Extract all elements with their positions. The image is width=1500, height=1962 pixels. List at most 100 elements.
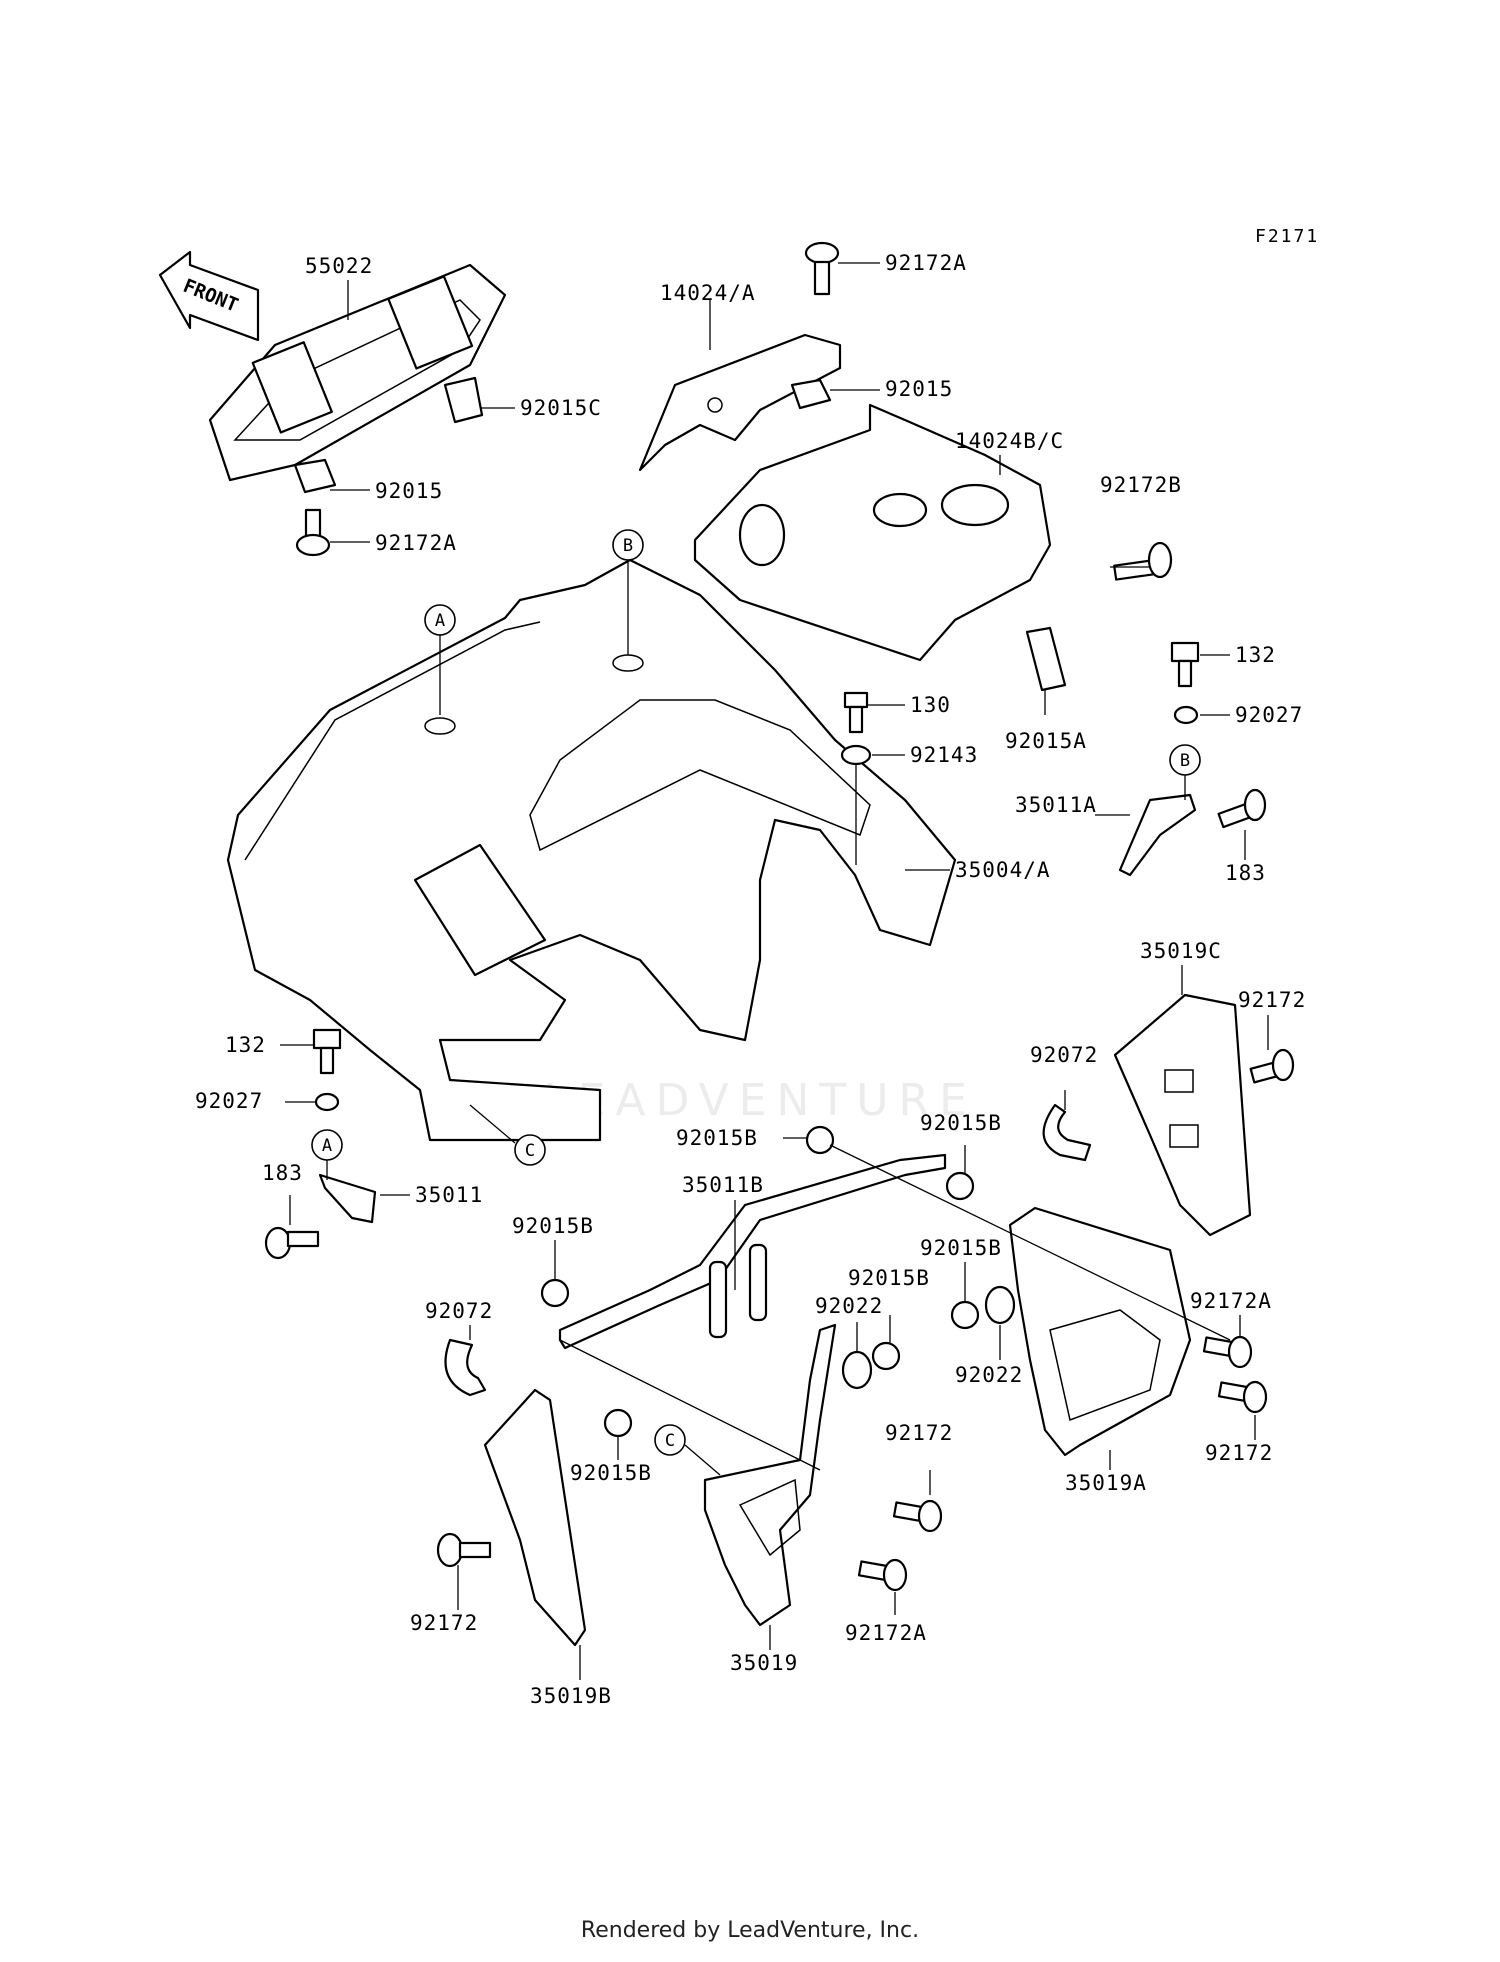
part-nut-92015B-c <box>540 1278 570 1308</box>
part-mudguard-35019A <box>1008 1206 1192 1457</box>
label-92015-left: 92015 <box>375 479 443 503</box>
svg-text:C: C <box>665 1431 675 1451</box>
reference-marker-c-mudguard: C <box>654 1424 721 1476</box>
part-mudguard-35019 <box>703 1323 837 1627</box>
label-92015B-f: 92015B <box>570 1461 652 1485</box>
label-35011: 35011 <box>415 1183 483 1207</box>
part-clamp-92072-left <box>444 1338 487 1397</box>
part-clip-92015A <box>1025 626 1067 692</box>
part-clip-92015-top <box>790 378 832 410</box>
label-92015B-a: 92015B <box>676 1126 758 1150</box>
leader-lines <box>280 262 1269 1680</box>
label-35019C: 35019C <box>1140 939 1222 963</box>
label-14024A: 14024/A <box>660 281 756 305</box>
figure-code: F2171 <box>1255 226 1319 247</box>
part-bolt-130 <box>843 691 869 734</box>
label-92172-upper-right: 92172 <box>1238 988 1306 1012</box>
label-35019: 35019 <box>730 1651 798 1675</box>
label-132-right: 132 <box>1235 643 1276 667</box>
label-92172A-top: 92172A <box>885 251 967 275</box>
label-92015C: 92015C <box>520 396 602 420</box>
reference-marker-b-right: B <box>1169 744 1201 800</box>
part-bolt-92172A-left <box>295 508 331 557</box>
svg-text:A: A <box>322 1136 332 1156</box>
label-183-right: 183 <box>1225 861 1266 885</box>
label-92027-right: 92027 <box>1235 703 1303 727</box>
label-92015B-b: 92015B <box>920 1111 1002 1135</box>
part-nut-92015B-b <box>945 1171 975 1201</box>
part-clip-92015C <box>443 376 484 424</box>
label-92015A: 92015A <box>1005 729 1087 753</box>
part-bolt-132-left <box>312 1028 342 1075</box>
part-bolt-92172-lower-right <box>1217 1380 1268 1414</box>
part-washer-92022-b <box>984 1285 1016 1325</box>
label-92015B-d: 92015B <box>920 1236 1002 1260</box>
part-bolt-92172B <box>1113 541 1173 581</box>
label-35019B: 35019B <box>530 1684 612 1708</box>
part-bracket-35011A <box>1118 793 1197 877</box>
part-bolt-183-right <box>1217 788 1267 829</box>
label-92172-left: 92172 <box>410 1611 478 1635</box>
label-92022-b: 92022 <box>955 1363 1023 1387</box>
label-35004A: 35004/A <box>955 858 1051 882</box>
part-cover-14024BC <box>693 403 1052 662</box>
front-arrow-icon: FRONT <box>158 250 260 342</box>
part-mudflap-35019B <box>483 1388 587 1647</box>
part-bolt-92172A-center <box>857 1558 908 1592</box>
reference-marker-a-top: A <box>424 604 456 715</box>
label-132-left: 132 <box>225 1033 266 1057</box>
svg-text:C: C <box>525 1141 535 1161</box>
label-92022-a: 92022 <box>815 1294 883 1318</box>
label-92015B-e: 92015B <box>848 1266 930 1290</box>
part-mudflap-35019C <box>1113 993 1252 1237</box>
label-183-left: 183 <box>262 1161 303 1185</box>
part-bolt-183-left <box>264 1226 320 1260</box>
part-bolt-92172-center <box>892 1499 943 1533</box>
label-92072-right: 92072 <box>1030 1043 1098 1067</box>
label-92172-lower-right: 92172 <box>1205 1441 1273 1465</box>
part-clamp-92072-right <box>1042 1103 1092 1162</box>
label-55022: 55022 <box>305 254 373 278</box>
label-92172B: 92172B <box>1100 473 1182 497</box>
label-92172-center: 92172 <box>885 1421 953 1445</box>
label-92172A-left: 92172A <box>375 531 457 555</box>
label-92015B-c: 92015B <box>512 1214 594 1238</box>
label-130: 130 <box>910 693 951 717</box>
part-bolt-132-right <box>1170 641 1200 688</box>
part-bolt-92172A-top <box>804 241 840 296</box>
part-washer-92027-left <box>314 1092 340 1112</box>
label-92072-left: 92072 <box>425 1299 493 1323</box>
label-92027-left: 92027 <box>195 1089 263 1113</box>
part-bolt-92172-left <box>436 1532 492 1568</box>
reference-marker-b-top: B <box>612 529 644 655</box>
footer-credit: Rendered by LeadVenture, Inc. <box>580 1918 920 1943</box>
watermark-text: LEADVENTURE <box>543 1075 977 1126</box>
label-35019A: 35019A <box>1065 1471 1147 1495</box>
label-92143: 92143 <box>910 743 978 767</box>
part-bolt-92172-upper-right <box>1249 1048 1295 1084</box>
part-bracket-35011B <box>558 1153 947 1350</box>
svg-text:B: B <box>623 536 633 556</box>
label-35011B: 35011B <box>682 1173 764 1197</box>
part-grommet-92143 <box>840 744 872 766</box>
svg-text:B: B <box>1180 751 1190 771</box>
part-nut-92015B-e <box>871 1341 901 1371</box>
part-nut-92015B-a <box>805 1125 835 1155</box>
svg-text:A: A <box>435 611 445 631</box>
part-bracket-35011 <box>318 1173 377 1224</box>
label-14024BC: 14024B/C <box>955 429 1064 453</box>
part-washer-92027-right <box>1173 705 1199 725</box>
part-bolt-92172A-right <box>1202 1335 1253 1369</box>
part-fender-35004A <box>226 558 957 1142</box>
reference-marker-a-left: A <box>311 1129 343 1180</box>
part-nut-92015B-f <box>603 1408 633 1438</box>
part-nut-92015B-d <box>950 1300 980 1330</box>
reference-marker-c-fender: C <box>469 1104 546 1166</box>
label-92172A-right: 92172A <box>1190 1289 1272 1313</box>
label-35011A: 35011A <box>1015 793 1097 817</box>
part-washer-92022-a <box>841 1350 873 1390</box>
label-92172A-center: 92172A <box>845 1621 927 1645</box>
label-92015-top: 92015 <box>885 377 953 401</box>
part-rack-55022 <box>208 263 507 482</box>
